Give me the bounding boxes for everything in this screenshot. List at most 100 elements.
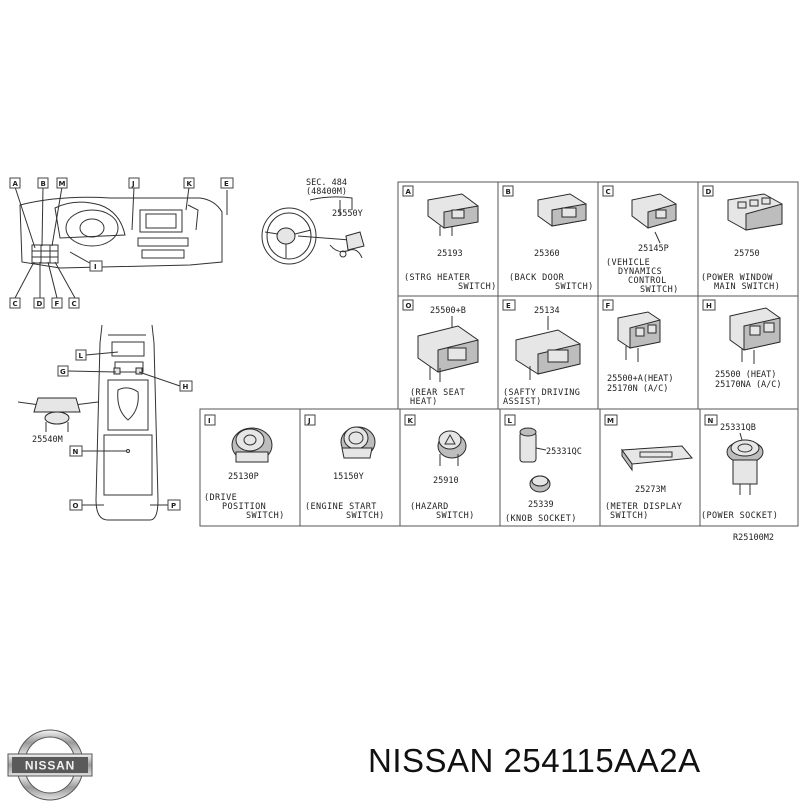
svg-text:M: M: [59, 180, 66, 188]
svg-text:(HAZARD: (HAZARD: [410, 502, 449, 512]
nissan-logo-icon: NISSAN: [7, 729, 93, 801]
svg-text:(POWER SOCKET): (POWER SOCKET): [701, 511, 778, 521]
svg-text:25360: 25360: [534, 249, 560, 259]
svg-text:SWITCH): SWITCH): [246, 511, 285, 521]
svg-text:(BACK DOOR: (BACK DOOR: [509, 273, 565, 283]
locator-o: O: [69, 499, 83, 511]
cell-b-back-door-switch: B 25360 (BACK DOOR SWITCH): [502, 185, 594, 292]
svg-text:25193: 25193: [437, 249, 463, 259]
diagram-ref-code: R25100M2: [733, 533, 774, 543]
svg-text:(SAFTY DRIVING: (SAFTY DRIVING: [503, 388, 580, 398]
svg-text:SWITCH): SWITCH): [555, 282, 594, 292]
svg-text:SWITCH): SWITCH): [436, 511, 475, 521]
steer-part-number: 25550Y: [332, 209, 363, 219]
cell-d-power-window-main-switch: D 25750 (POWER WINDOW MAIN SWITCH): [701, 185, 783, 292]
svg-text:M: M: [607, 417, 614, 425]
cell-k-hazard-switch: K 25910 (HAZARD SWITCH): [404, 414, 475, 521]
svg-text:25170NA (A/C): 25170NA (A/C): [715, 380, 782, 390]
cell-n-power-socket: N 25331QB (POWER SOCKET): [701, 414, 778, 521]
cell-l-knob-socket: L 25331QC 25339 (KNOB SOCKET): [504, 414, 582, 524]
stalk-part-number: 25540M: [32, 435, 63, 445]
svg-text:H: H: [706, 302, 712, 310]
svg-text:CONTROL: CONTROL: [628, 276, 667, 286]
svg-text:SWITCH): SWITCH): [458, 282, 497, 292]
svg-text:25500+B: 25500+B: [430, 306, 466, 316]
svg-text:H: H: [183, 383, 189, 391]
locator-h: H: [179, 380, 193, 392]
cell-i-drive-position-switch: I 25130P (DRIVE POSITION SWITCH): [204, 414, 285, 521]
locator-e: E: [220, 177, 234, 189]
svg-text:B: B: [506, 188, 511, 196]
cell-a-strg-heater-switch: A 25193 (STRG HEATER SWITCH): [402, 185, 497, 292]
svg-text:25500 (HEAT): 25500 (HEAT): [715, 370, 776, 380]
sec-label: SEC. 484: [306, 178, 347, 188]
svg-text:(ENGINE START: (ENGINE START: [305, 502, 377, 512]
svg-text:SWITCH): SWITCH): [346, 511, 385, 521]
svg-text:(KNOB SOCKET): (KNOB SOCKET): [505, 514, 577, 524]
locator-b: B: [37, 177, 49, 189]
locator-f: F: [51, 297, 63, 309]
svg-text:(POWER WINDOW: (POWER WINDOW: [701, 273, 773, 283]
parts-grid: [199, 181, 799, 527]
svg-text:K: K: [408, 417, 414, 425]
locator-c-1: C: [9, 297, 21, 309]
cell-m-meter-display-switch: M 25273M (METER DISPLAY SWITCH): [604, 414, 693, 521]
svg-text:L: L: [79, 352, 84, 360]
svg-text:25339: 25339: [528, 500, 554, 510]
svg-text:G: G: [60, 368, 66, 376]
cell-j-engine-start-switch: J 15150Y (ENGINE START SWITCH): [304, 414, 385, 521]
svg-text:(REAR SEAT: (REAR SEAT: [410, 388, 465, 398]
svg-text:D: D: [37, 300, 43, 308]
cell-o-rear-seat-heat: O 25500+B (REAR SEAT HEAT): [402, 299, 479, 407]
svg-text:F: F: [606, 302, 611, 310]
locator-n: N: [69, 445, 83, 457]
cell-h-seat-heat-switch: H 25500 (HEAT) 25170NA (A/C): [702, 299, 782, 390]
svg-text:25331QB: 25331QB: [720, 423, 756, 433]
svg-text:SWITCH): SWITCH): [640, 285, 679, 295]
locator-g: G: [57, 365, 69, 377]
locator-i: I: [89, 260, 103, 272]
svg-text:(STRG HEATER: (STRG HEATER: [404, 273, 471, 283]
locator-j: J: [128, 177, 140, 189]
svg-text:HEAT): HEAT): [410, 397, 438, 407]
sec-sub: (48400M): [306, 187, 347, 197]
svg-text:25500+A(HEAT): 25500+A(HEAT): [607, 374, 674, 384]
steering-wheel-overview: SEC. 484 (48400M) 25550Y: [261, 178, 365, 265]
dashboard-overview: A B M J K E C D F C I: [9, 177, 234, 309]
svg-text:25273M: 25273M: [635, 485, 666, 495]
cell-f-seat-heat-switch: F 25500+A(HEAT) 25170N (A/C): [602, 299, 674, 394]
svg-text:N: N: [708, 417, 714, 425]
svg-text:25145P: 25145P: [638, 244, 669, 254]
cell-c-vehicle-dynamics-control-switch: C 25145P (VEHICLE DYNAMICS CONTROL SWITC…: [602, 185, 679, 295]
svg-text:25750: 25750: [734, 249, 760, 259]
svg-text:DYNAMICS: DYNAMICS: [618, 267, 662, 277]
svg-text:E: E: [506, 302, 511, 310]
svg-text:F: F: [55, 300, 60, 308]
svg-text:25331QC: 25331QC: [546, 447, 582, 457]
svg-text:ASSIST): ASSIST): [503, 397, 542, 407]
svg-text:O: O: [406, 302, 412, 310]
svg-text:(DRIVE: (DRIVE: [204, 493, 237, 503]
svg-text:(VEHICLE: (VEHICLE: [606, 258, 650, 268]
svg-text:L: L: [508, 417, 513, 425]
locator-k: K: [183, 177, 195, 189]
svg-text:15150Y: 15150Y: [333, 472, 364, 482]
svg-text:I: I: [208, 417, 211, 425]
locator-c-2: C: [68, 297, 80, 309]
locator-d: D: [33, 297, 45, 309]
part-caption: NISSAN 254115AA2A: [368, 742, 701, 779]
svg-text:J: J: [131, 180, 135, 188]
locator-m: M: [56, 177, 68, 189]
svg-text:E: E: [224, 180, 229, 188]
svg-text:25130P: 25130P: [228, 472, 259, 482]
svg-text:D: D: [706, 188, 712, 196]
svg-text:25134: 25134: [534, 306, 560, 316]
combination-switch-overview: 25540M: [17, 397, 99, 445]
locator-p: P: [167, 499, 181, 511]
svg-text:MAIN SWITCH): MAIN SWITCH): [714, 282, 780, 292]
svg-text:POSITION: POSITION: [222, 502, 266, 512]
locator-a: A: [9, 177, 21, 189]
svg-text:C: C: [606, 188, 611, 196]
svg-text:A: A: [13, 180, 19, 188]
